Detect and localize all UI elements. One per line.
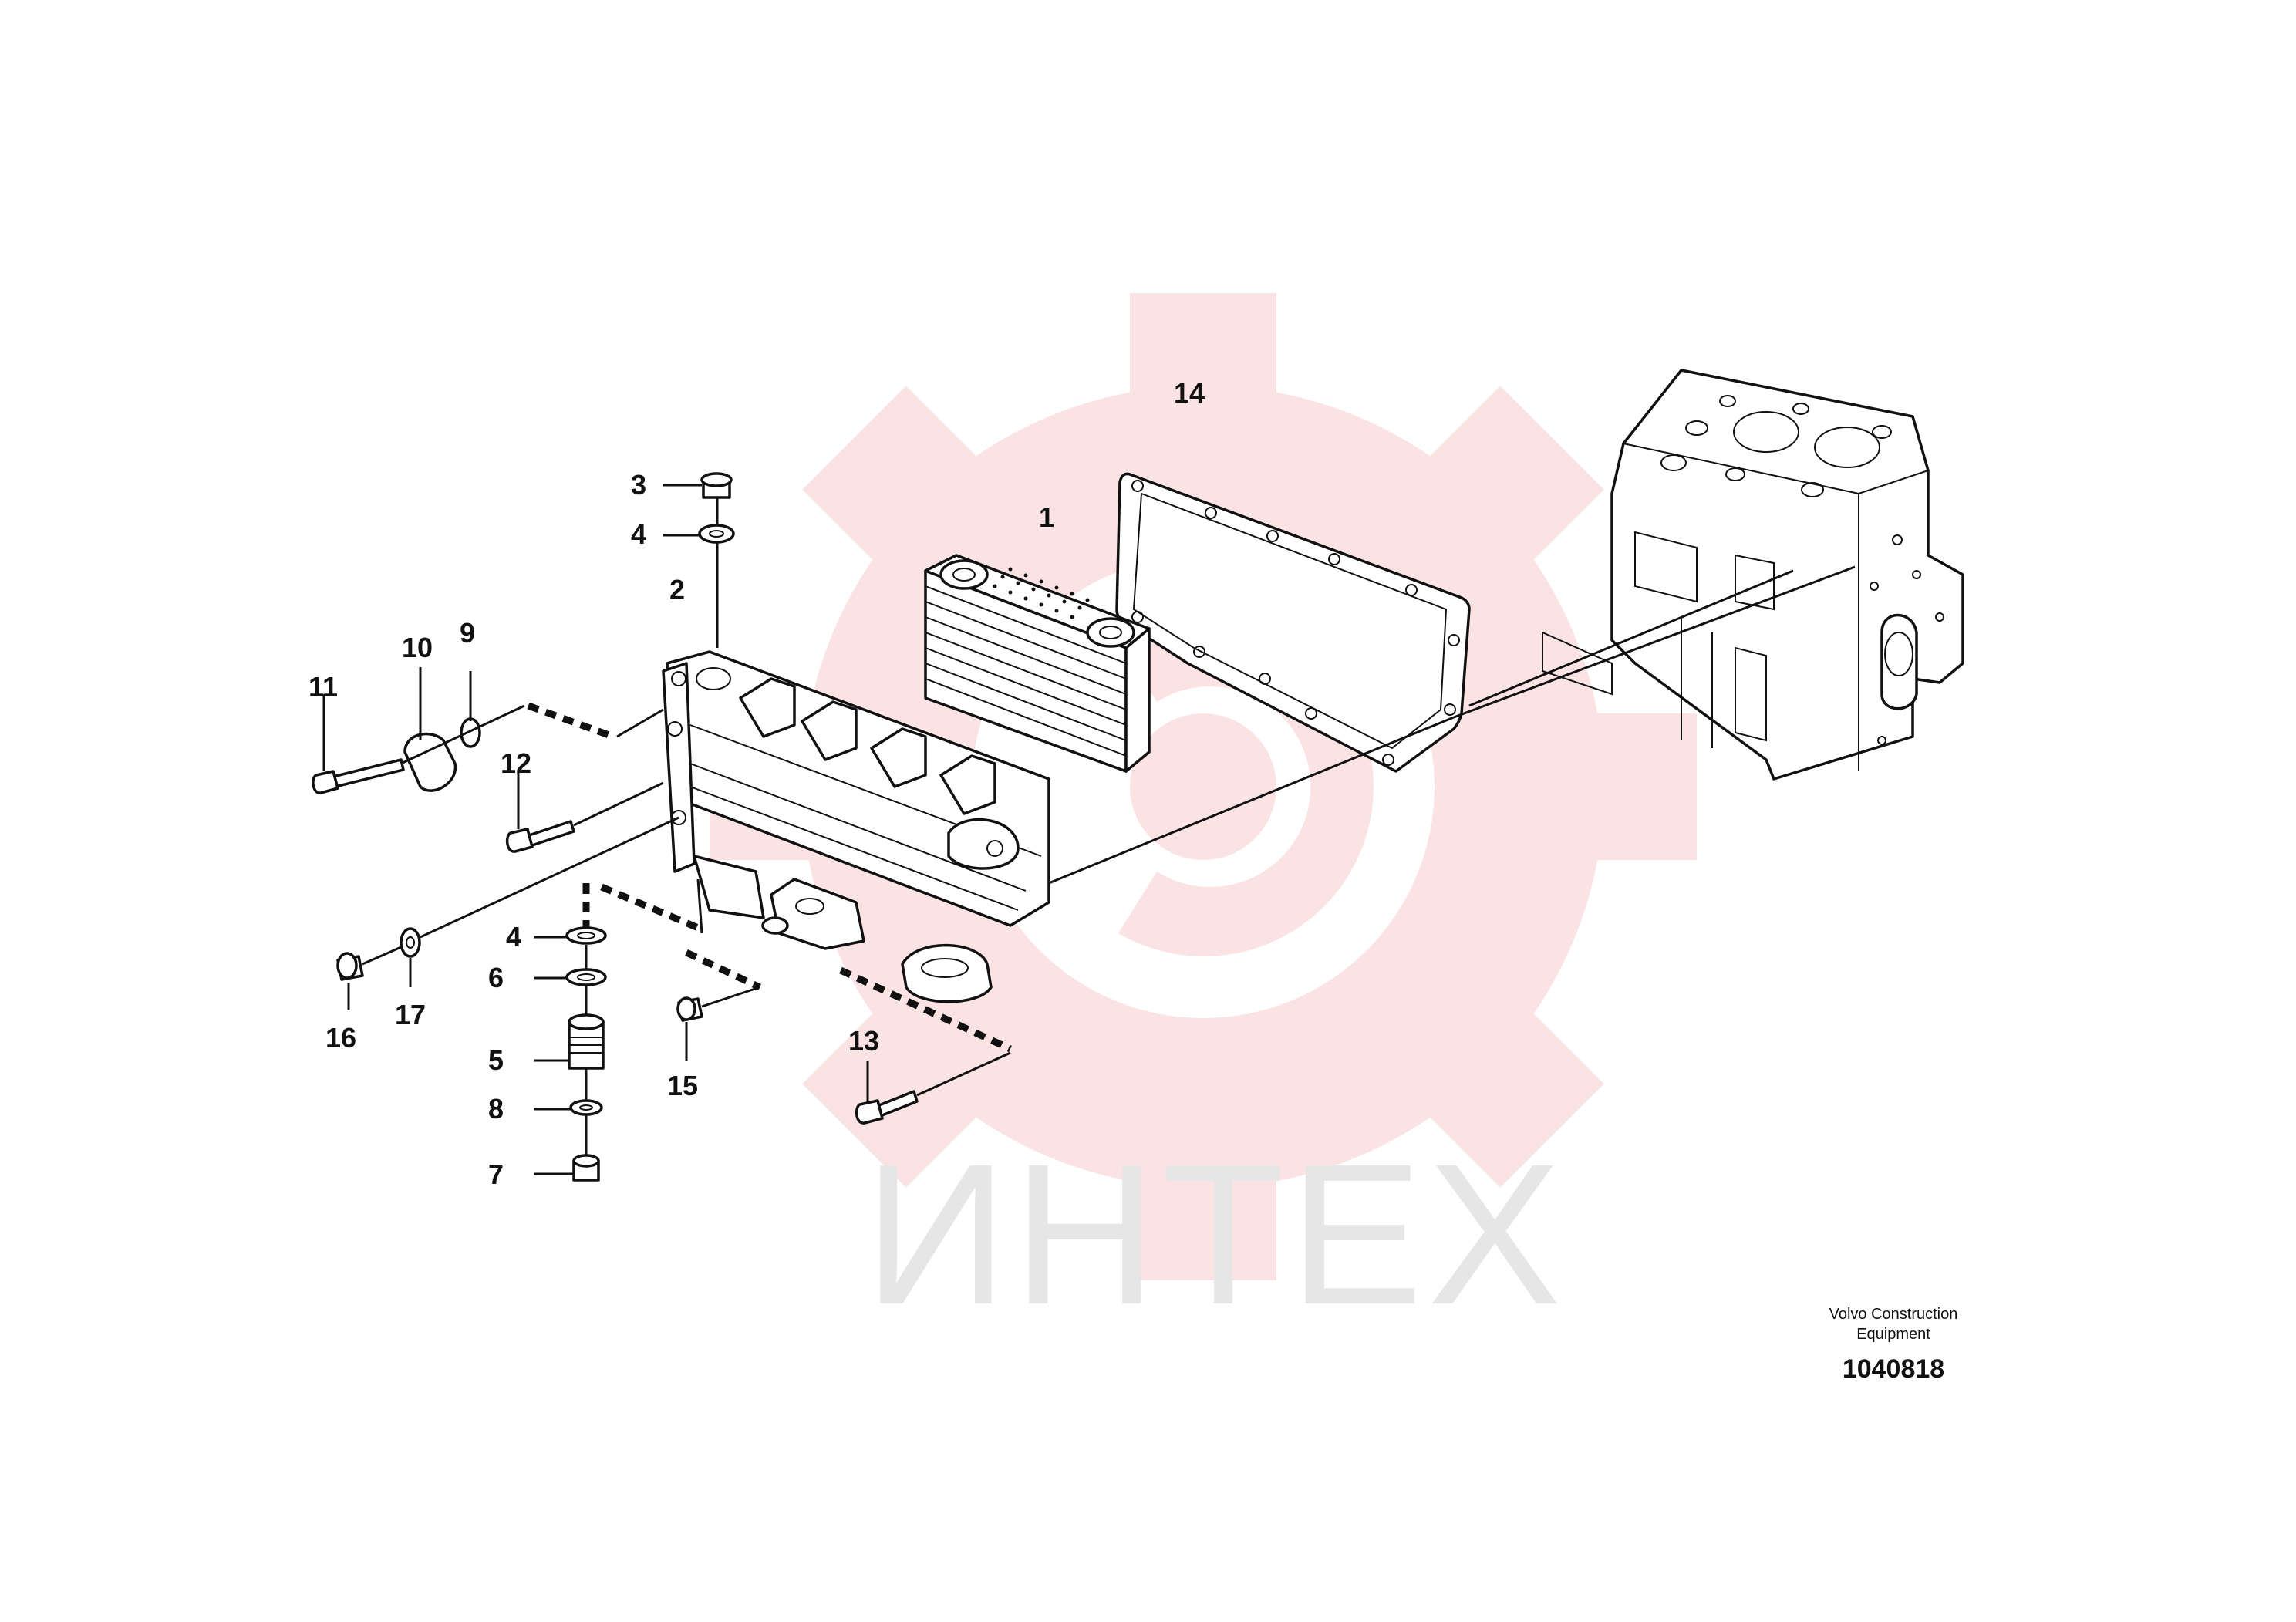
oil-cooler-housing	[662, 650, 1050, 1003]
bolt-11	[312, 694, 405, 794]
callout-10: 10	[402, 632, 433, 663]
callout-1: 1	[1039, 501, 1054, 533]
washer-4-lower	[534, 926, 607, 945]
callout-4a: 4	[631, 518, 646, 550]
washer-6	[534, 968, 607, 986]
credit-line-1: Volvo Construction	[1829, 1306, 1958, 1323]
plug-16	[336, 952, 364, 1010]
adapter-5	[534, 1013, 605, 1070]
callout-13: 13	[848, 1025, 879, 1057]
washer-8	[534, 1099, 603, 1116]
cover-plate	[403, 667, 457, 792]
callout-7: 7	[488, 1158, 504, 1190]
bolt-12	[505, 771, 664, 853]
dashed-leader-1	[527, 702, 615, 740]
plug-top	[663, 472, 733, 499]
credit-line-2: Equipment	[1856, 1326, 1930, 1343]
assembly-lines	[716, 494, 1856, 885]
callout-16: 16	[325, 1022, 356, 1054]
oil-cooler-core	[924, 554, 1151, 773]
dashed-leader-3	[600, 883, 703, 933]
o-ring-9	[460, 671, 481, 748]
engine-block	[1542, 369, 1964, 781]
document-number: 1040818	[1843, 1354, 1944, 1384]
callout-17: 17	[395, 999, 426, 1030]
washer-top	[663, 524, 735, 544]
callout-15: 15	[667, 1070, 698, 1101]
callout-9: 9	[460, 617, 475, 649]
plug-7	[534, 1154, 600, 1182]
washer-17	[400, 927, 421, 987]
callout-11: 11	[308, 671, 338, 703]
callout-6: 6	[488, 962, 504, 993]
callout-3: 3	[631, 469, 646, 501]
gasket	[1115, 472, 1471, 773]
callout-8: 8	[488, 1093, 504, 1125]
callout-5: 5	[488, 1044, 504, 1076]
callout-4b: 4	[506, 921, 521, 953]
plug-15	[676, 986, 760, 1061]
dashed-leader-4	[685, 949, 761, 991]
dashed-leader-5	[839, 966, 1012, 1053]
bolt-13	[855, 1051, 1011, 1125]
watermark-text: ИНТЕХ	[864, 1123, 1566, 1347]
callout-2: 2	[669, 574, 685, 605]
callout-14: 14	[1174, 377, 1205, 409]
callout-12: 12	[501, 747, 531, 779]
